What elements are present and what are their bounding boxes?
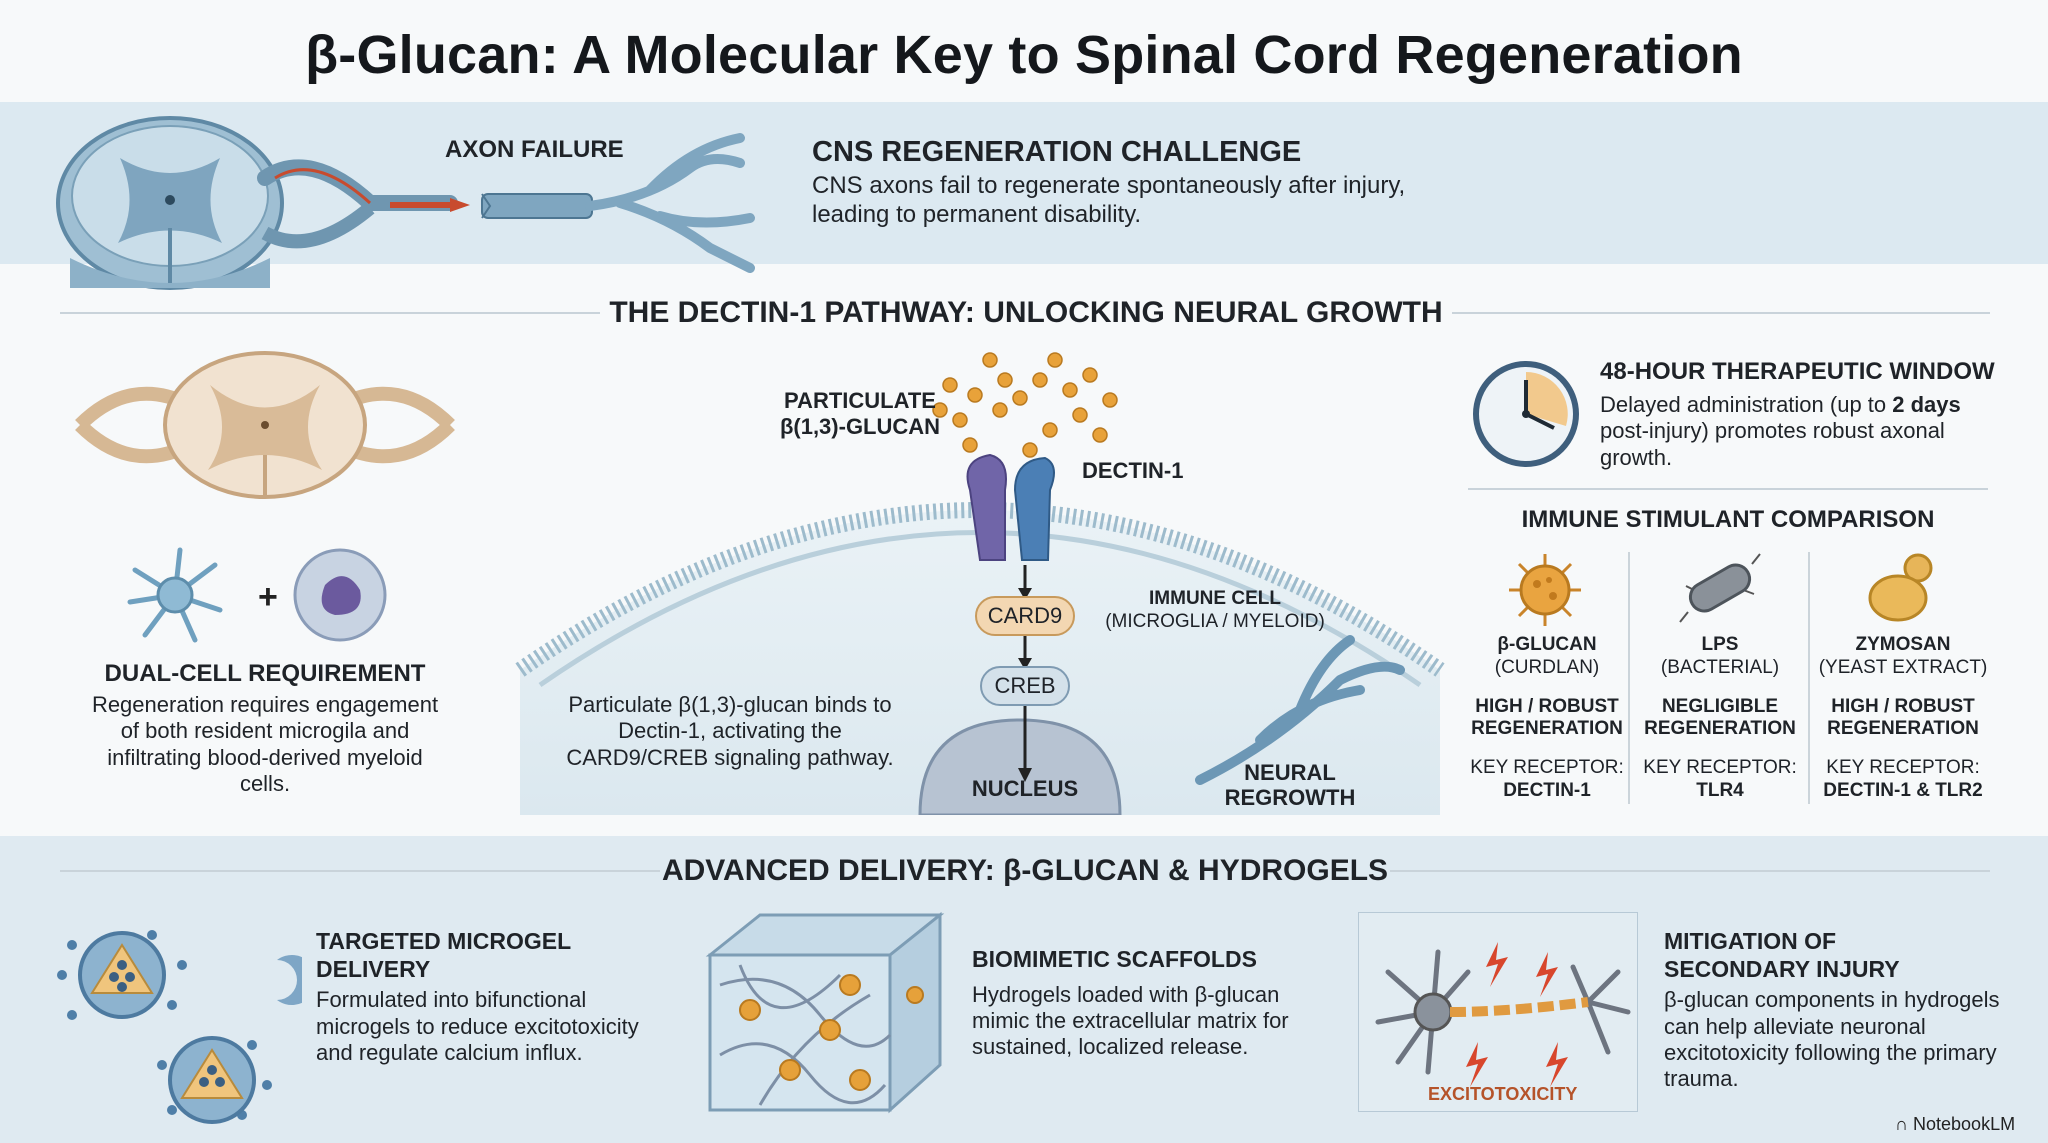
comparison-heading: IMMUNE STIMULANT COMPARISON	[1521, 506, 1935, 533]
comparison-divider-2	[1808, 552, 1810, 804]
yeast-icon	[1868, 553, 1933, 622]
delivery-body: Hydrogels loaded with β-glucan mimic the…	[972, 981, 1289, 1060]
comparison-effect: NEGLIGIBLE	[1661, 695, 1779, 717]
glucan-label-line2: β(1,3)-GLUCAN	[779, 414, 941, 440]
dual-cell-heading: DUAL-CELL REQUIREMENT	[104, 660, 426, 687]
spinal-cord-axon-illustration	[56, 116, 755, 290]
microgel-icon	[57, 930, 302, 1124]
axon-failure-label: AXON FAILURE	[445, 136, 624, 163]
neural-regrowth-line1: NEURAL	[1244, 760, 1336, 785]
delivery-heading: TARGETED MICROGEL	[316, 928, 572, 954]
comparison-receptor-label: KEY RECEPTOR:	[1470, 757, 1624, 779]
pathway-section-title: THE DECTIN-1 PATHWAY: UNLOCKING NEURAL G…	[609, 296, 1443, 329]
delivery-heading-2: SECONDARY INJURY	[1664, 955, 1900, 982]
spinal-cord-section-icon	[75, 351, 455, 499]
immune-cell-line2: (MICROGLIA / MYELOID)	[1105, 610, 1325, 632]
dual-cell-body: Regeneration requires engagement of both…	[91, 692, 439, 797]
window-heading: 48-HOUR THERAPEUTIC WINDOW	[1600, 358, 1995, 385]
comparison-receptor: DECTIN-1 & TLR2	[1823, 779, 1983, 801]
comparison-col-beta-glucan: β-GLUCAN (CURDLAN) HIGH / ROBUST REGENER…	[1468, 634, 1626, 803]
divider-left	[60, 312, 600, 314]
watermark-text: NotebookLM	[1913, 1114, 2016, 1134]
comparison-receptor-label: KEY RECEPTOR:	[1826, 757, 1980, 779]
watermark: ∩ NotebookLM	[1895, 1114, 2015, 1135]
svg-text:+: +	[258, 578, 278, 616]
comparison-name: β-GLUCAN	[1497, 634, 1597, 655]
hydrogel-scaffold-icon	[705, 911, 945, 1114]
neural-regrowth-line2: REGROWTH	[1224, 785, 1356, 811]
comparison-divider-1	[1628, 552, 1630, 804]
microglia-and-myeloid-icon: +	[127, 547, 387, 643]
window-body-bold: 2 days	[1892, 392, 1961, 417]
comparison-receptor-label: KEY RECEPTOR:	[1643, 757, 1797, 779]
delivery-heading: BIOMIMETIC SCAFFOLDS	[972, 946, 1257, 972]
dectin-label: DECTIN-1	[1082, 458, 1184, 483]
delivery-section-title: ADVANCED DELIVERY: β-GLUCAN & HYDROGELS	[661, 854, 1389, 887]
window-body-pre: Delayed administration (up to	[1600, 392, 1893, 417]
window-body-post: post-injury) promotes robust axonal grow…	[1600, 418, 1945, 470]
page-title: β-Glucan: A Molecular Key to Spinal Cord…	[305, 25, 1743, 85]
comparison-col-lps: LPS (BACTERIAL) NEGLIGIBLE REGENERATION …	[1640, 634, 1800, 803]
delivery-body: Formulated into bifunctional microgels t…	[316, 987, 639, 1065]
delivery-divider-right	[1390, 870, 1990, 872]
comparison-source: (YEAST EXTRACT)	[1818, 656, 1988, 678]
clock-icon	[1473, 361, 1579, 467]
beta-glucan-particle-icon	[1509, 554, 1581, 626]
comparison-effect: HIGH / ROBUST	[1475, 695, 1619, 717]
creb-badge: CREB	[980, 666, 1070, 706]
comparison-effect: HIGH / ROBUST	[1831, 695, 1975, 717]
challenge-body: CNS axons fail to regenerate spontaneous…	[812, 172, 1406, 228]
excitotoxicity-neuron-icon	[1358, 912, 1638, 1112]
comparison-receptor: TLR4	[1696, 779, 1744, 801]
delivery-band	[0, 836, 2048, 1143]
notebooklm-logo-icon: ∩	[1895, 1114, 1908, 1134]
comparison-effect-2: REGENERATION	[1827, 718, 1979, 740]
divider-right	[1452, 312, 1990, 314]
delivery-heading-2: DELIVERY	[316, 955, 431, 982]
card9-badge: CARD9	[975, 596, 1075, 636]
excitotoxicity-label: EXCITOTOXICITY	[1428, 1084, 1578, 1104]
comparison-effect-2: REGENERATION	[1644, 718, 1796, 740]
window-body: Delayed administration (up to 2 days pos…	[1600, 392, 2000, 471]
dectin-pathway-diagram	[515, 352, 1445, 815]
comparison-effect-2: REGENERATION	[1471, 718, 1623, 740]
delivery-item-microgel: TARGETED MICROGEL DELIVERY Formulated in…	[316, 928, 646, 1066]
glucan-label-line1: PARTICULATE	[784, 388, 936, 413]
comparison-col-zymosan: ZYMOSAN (YEAST EXTRACT) HIGH / ROBUST RE…	[1815, 634, 1991, 803]
challenge-heading: CNS REGENERATION CHALLENGE	[812, 136, 1302, 168]
comparison-source: (BACTERIAL)	[1660, 656, 1780, 678]
comparison-name: ZYMOSAN	[1855, 634, 1951, 655]
comparison-receptor: DECTIN-1	[1503, 779, 1591, 801]
immune-cell-label: IMMUNE CELL (MICROGLIA / MYELOID)	[1105, 588, 1325, 634]
delivery-body: β-glucan components in hydrogels can hel…	[1664, 987, 2000, 1092]
comparison-source: (CURDLAN)	[1494, 656, 1600, 678]
delivery-item-scaffold: BIOMIMETIC SCAFFOLDS Hydrogels loaded wi…	[972, 946, 1312, 1061]
bacteria-icon	[1679, 553, 1761, 623]
delivery-item-mitigation: MITIGATION OF SECONDARY INJURY β-glucan …	[1664, 928, 2014, 1093]
pathway-description: Particulate β(1,3)-glucan binds to Decti…	[566, 692, 894, 770]
glucan-label: PARTICULATE β(1,3)-GLUCAN	[760, 388, 960, 441]
window-divider	[1468, 488, 1988, 490]
immune-cell-line1: IMMUNE CELL	[1149, 588, 1281, 609]
delivery-divider-left	[60, 870, 660, 872]
comparison-name: LPS	[1701, 634, 1739, 655]
delivery-heading: MITIGATION OF	[1664, 928, 1837, 954]
neural-regrowth-label: NEURAL REGROWTH	[1205, 760, 1375, 811]
nucleus-label: NUCLEUS	[971, 776, 1079, 801]
